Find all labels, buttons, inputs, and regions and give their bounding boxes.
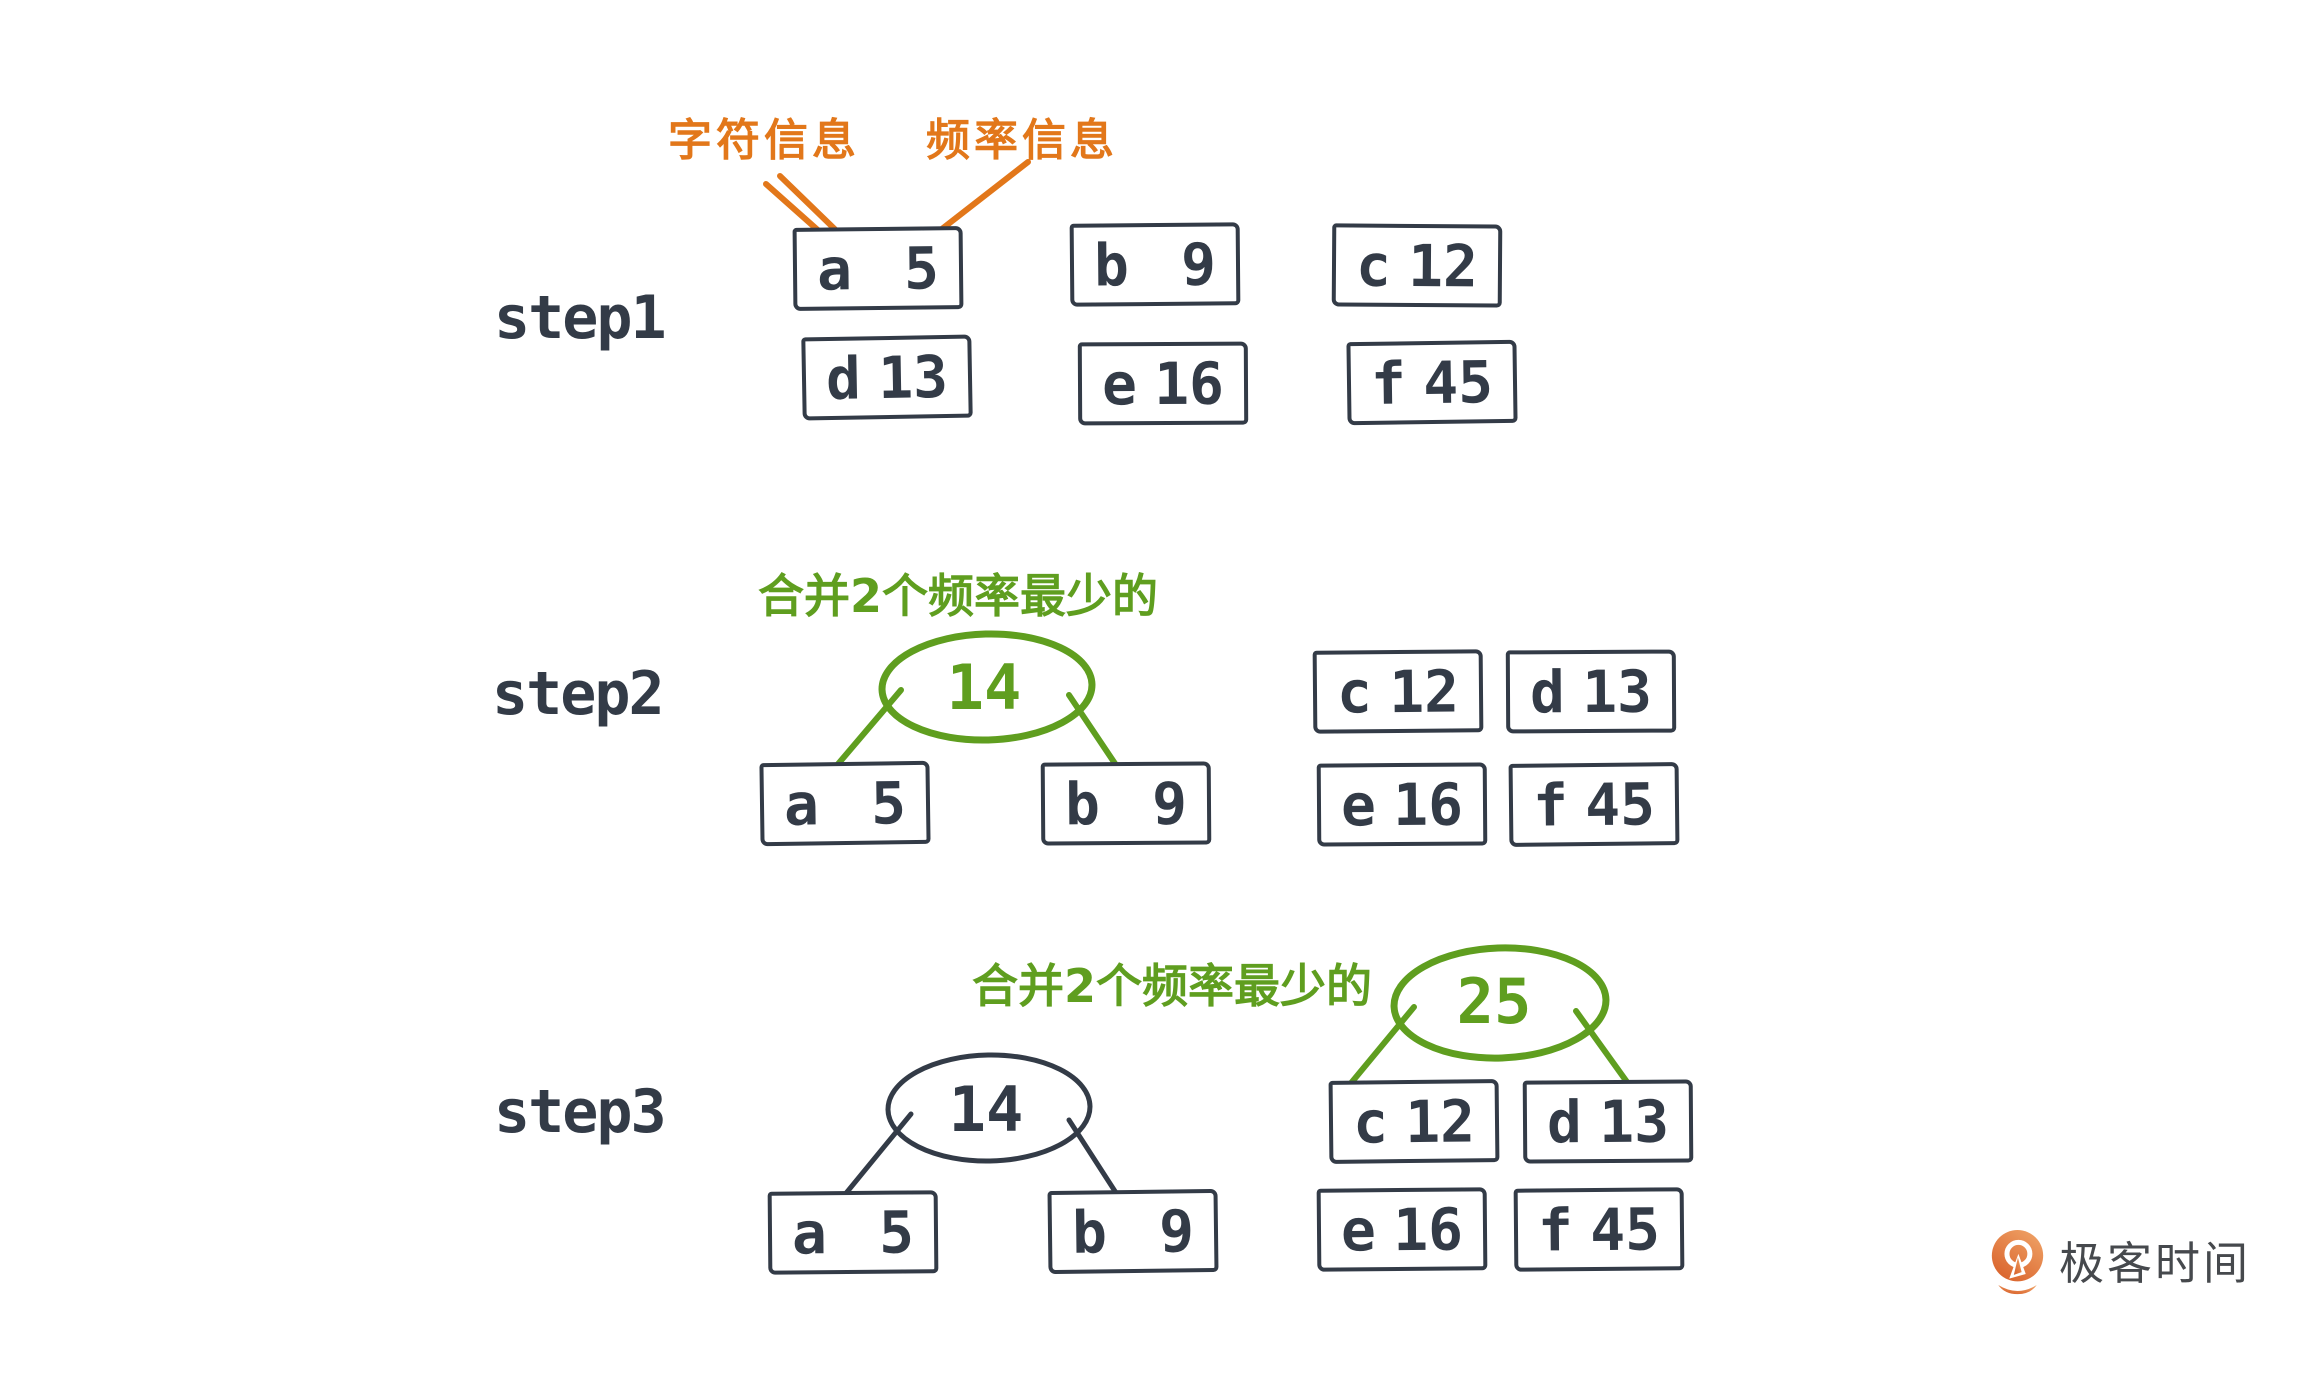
char-value: e [1340, 770, 1377, 839]
char-value: a [791, 1198, 828, 1268]
merged-node-25: 25 [1456, 965, 1532, 1038]
geektime-logo-icon [1991, 1230, 2044, 1295]
freq-info-annotation: 频率信息 [926, 115, 1118, 166]
char-value: d [1546, 1087, 1583, 1156]
freq-value: 5 [903, 233, 940, 303]
char-value: c [1352, 1087, 1389, 1157]
freq-box-e16: e 16 [1316, 1187, 1488, 1272]
freq-box-f45: f 45 [1508, 762, 1680, 847]
freq-box-a5: a 5 [759, 760, 931, 847]
freq-value: 45 [1422, 347, 1494, 417]
freq-value: 12 [1404, 1086, 1476, 1156]
char-value: b [1071, 1197, 1108, 1267]
freq-box-d13: d 13 [1505, 649, 1677, 734]
freq-box-b9: b 9 [1047, 1188, 1219, 1275]
freq-box-b9: b 9 [1040, 761, 1212, 846]
char-value: b [1093, 230, 1130, 300]
char-value: f [1537, 1195, 1574, 1265]
freq-value: 13 [1598, 1087, 1670, 1156]
freq-box-e16: e 16 [1316, 762, 1488, 847]
freq-value: 13 [877, 342, 949, 412]
freq-value: 16 [1153, 349, 1225, 418]
freq-box-a5: a 5 [767, 1190, 939, 1275]
freq-value: 5 [878, 1197, 915, 1267]
freq-value: 45 [1584, 769, 1656, 839]
freq-box-f45: f 45 [1346, 339, 1518, 426]
step3-merge-annotation: 合并2个频率最少的 [972, 959, 1373, 1013]
char-value: e [1340, 1195, 1377, 1265]
step2-merge-annotation: 合并2个频率最少的 [758, 569, 1159, 623]
char-value: e [1101, 349, 1138, 418]
freq-box-c12: c 12 [1312, 649, 1484, 734]
char-value: d [825, 343, 862, 413]
freq-box-c12: c 12 [1328, 1079, 1500, 1164]
freq-box-b9: b 9 [1069, 222, 1241, 307]
freq-box-f45: f 45 [1513, 1187, 1685, 1272]
freq-value: 13 [1581, 657, 1653, 726]
char-value: a [783, 769, 820, 839]
freq-value: 9 [1151, 769, 1188, 838]
char-value: b [1064, 769, 1101, 838]
freq-value: 9 [1180, 229, 1217, 299]
char-value: c [1336, 657, 1373, 727]
brand-name: 极客时间 [2059, 1236, 2252, 1290]
freq-box-c12: c 12 [1331, 223, 1503, 308]
freq-value: 12 [1407, 231, 1479, 300]
merged-node-14: 14 [946, 651, 1022, 724]
char-value: f [1370, 348, 1407, 418]
char-value: a [816, 234, 853, 304]
step3-label: step3 [494, 1077, 667, 1147]
freq-value: 45 [1589, 1194, 1661, 1264]
freq-value: 12 [1388, 656, 1460, 726]
freq-box-d13: d 13 [1522, 1079, 1694, 1164]
freq-value: 16 [1392, 770, 1464, 839]
char-value: f [1532, 770, 1569, 840]
char-value: c [1355, 231, 1392, 300]
freq-box-e16: e 16 [1077, 341, 1249, 426]
merged-node-14: 14 [948, 1073, 1024, 1146]
freq-value: 5 [870, 768, 907, 838]
step1-label: step1 [494, 283, 667, 353]
step2-label: step2 [492, 659, 665, 729]
char-value: d [1529, 657, 1566, 726]
freq-value: 9 [1158, 1196, 1195, 1266]
freq-box-d13: d 13 [801, 334, 973, 421]
freq-value: 16 [1392, 1194, 1464, 1264]
step3-tree25-lines [1339, 944, 1635, 1097]
step3-tree14-lines [835, 1052, 1123, 1206]
char-info-annotation: 字符信息 [668, 115, 860, 166]
freq-box-a5: a 5 [792, 226, 964, 311]
geektime-logo: 极客时间 [1990, 1230, 2251, 1296]
